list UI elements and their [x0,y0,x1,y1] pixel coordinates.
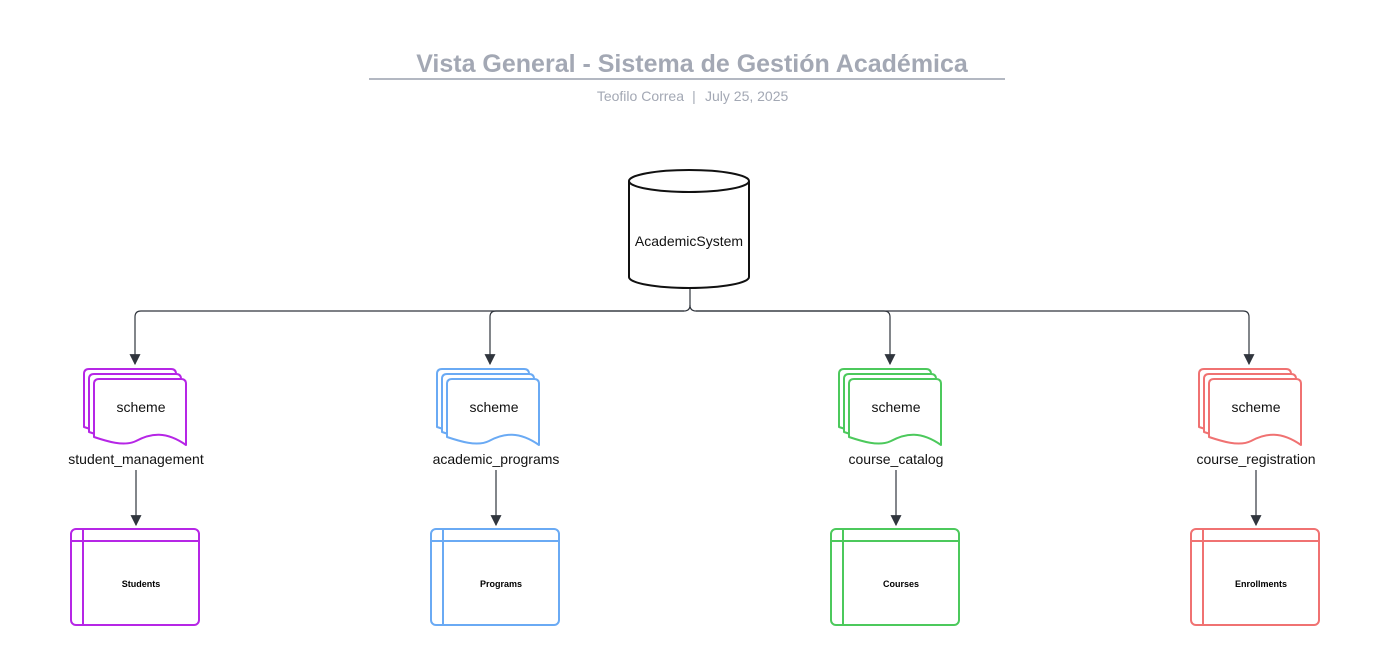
author-name: Teofilo Correa [597,88,684,104]
table-icon [70,528,200,626]
connector-root-to-course-registration [696,310,1255,366]
diagram-header: Vista General - Sistema de Gestión Acadé… [369,50,1005,104]
table-name: Enrollments [1235,579,1287,589]
connectors [129,289,1262,527]
table-programs[interactable]: Programs [430,528,560,626]
table-enrollments[interactable]: Enrollments [1190,528,1320,626]
connector-root-to-course-catalog [696,310,896,366]
diagram-title: Vista General - Sistema de Gestión Acadé… [416,50,969,78]
document-sheet-3 [93,378,187,446]
database-top [628,169,750,193]
table-frame [70,528,200,626]
schema-student-management[interactable]: scheme student_management [68,368,204,467]
document-sheet-3 [848,378,942,446]
table-icon [430,528,560,626]
table-name: Programs [480,579,522,589]
meta-separator: | [692,88,696,104]
connector-root-trunk-left [683,304,691,312]
table-students[interactable]: Students [70,528,200,626]
connector-root-to-academic-programs [484,310,684,366]
document-stack-icon [838,368,942,446]
table-name: Students [122,579,161,589]
document-stack-icon [1198,368,1302,446]
schema-icon-label: scheme [1231,399,1280,415]
document-stack-icon [83,368,187,446]
schema-name: course_catalog [849,451,944,467]
schema-name: student_management [68,451,204,467]
root-database[interactable]: AcademicSystem [628,169,750,289]
root-database-label: AcademicSystem [635,233,743,249]
schema-academic-programs[interactable]: scheme academic_programs [433,368,560,467]
schema-name: course_registration [1196,451,1315,467]
document-sheet-3 [446,378,540,446]
table-icon [1190,528,1320,626]
diagram-date: July 25, 2025 [705,88,788,104]
table-name: Courses [883,579,919,589]
schema-name: academic_programs [433,451,560,467]
document-sheet-3 [1208,378,1302,446]
table-courses[interactable]: Courses [830,528,960,626]
table-frame [1190,528,1320,626]
table-frame [430,528,560,626]
table-icon [830,528,960,626]
schema-icon-label: scheme [116,399,165,415]
document-stack-icon [436,368,540,446]
connector-root-trunk [689,289,697,312]
connector-root-to-student-management [129,310,684,366]
database-icon [628,181,750,289]
table-frame [830,528,960,626]
schema-icon-label: scheme [469,399,518,415]
schema-course-registration[interactable]: scheme course_registration [1196,368,1316,467]
schema-course-catalog[interactable]: scheme course_catalog [838,368,944,467]
schema-icon-label: scheme [871,399,920,415]
